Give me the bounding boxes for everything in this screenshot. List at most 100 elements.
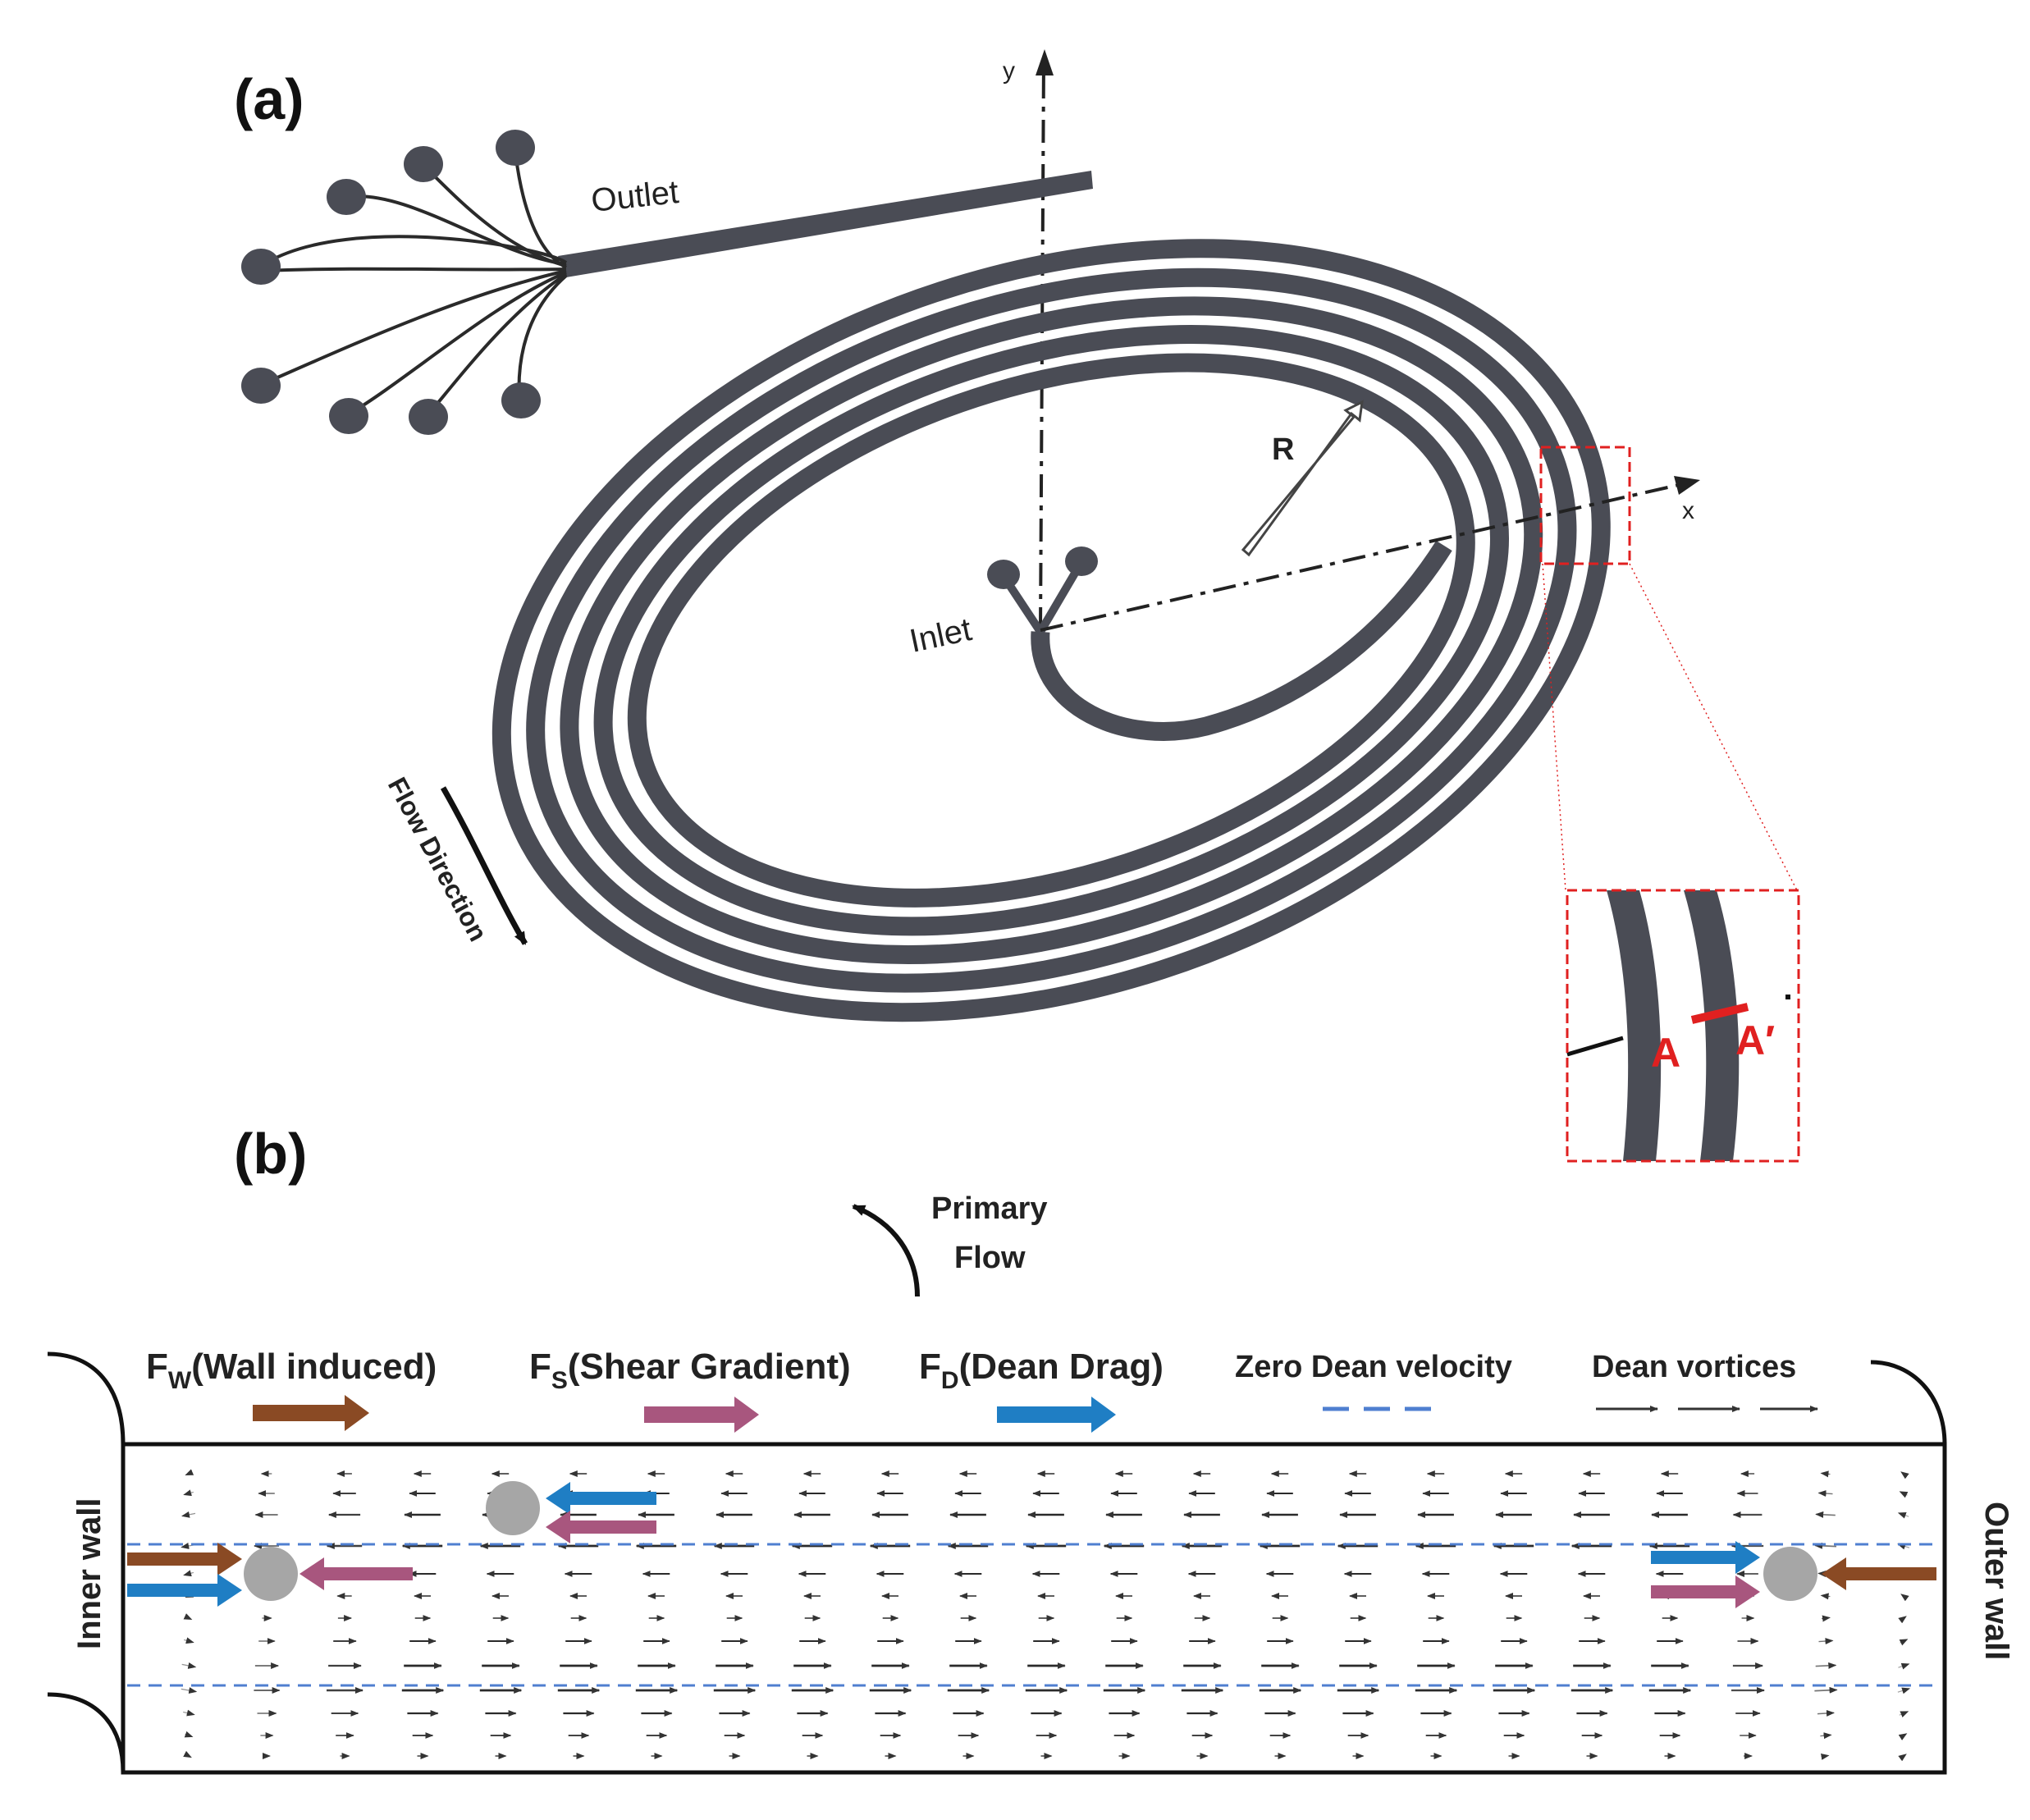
inlet-label: Inlet bbox=[907, 611, 975, 660]
dean-vortex-field bbox=[181, 1469, 1911, 1762]
outlet-branches bbox=[262, 151, 568, 416]
particle-inner-dean-force bbox=[127, 1574, 242, 1607]
y-axis-label: y bbox=[1003, 57, 1015, 85]
vortex-vector bbox=[1897, 1687, 1911, 1694]
x-axis-arrowhead bbox=[1674, 476, 1700, 495]
vortex-vector bbox=[1898, 1662, 1910, 1670]
channel-cross-section bbox=[121, 1442, 1947, 1775]
vortex-vector bbox=[181, 1511, 196, 1518]
spiral-loop-4 bbox=[526, 268, 1577, 993]
section-line-a-a-prime bbox=[1690, 1003, 1749, 1024]
vortex-vector bbox=[181, 1687, 198, 1694]
inlet-reservoir-1 bbox=[987, 560, 1020, 589]
vortex-vector bbox=[184, 1731, 194, 1738]
primary-flow-label-line1: Primary bbox=[931, 1191, 1048, 1226]
vortex-vector bbox=[1821, 1615, 1831, 1622]
vortex-vector bbox=[1897, 1512, 1909, 1519]
inlet-branch-2 bbox=[1036, 564, 1083, 634]
particle-inner bbox=[244, 1547, 298, 1601]
primary-flow-arrow bbox=[852, 1204, 920, 1297]
legend-zero-dean: Zero Dean velocity bbox=[1235, 1350, 1512, 1384]
zoom-axis-segment bbox=[1566, 1036, 1624, 1057]
panel-b-label: (b) bbox=[234, 1122, 307, 1186]
vortex-vector bbox=[1820, 1470, 1831, 1478]
x-axis bbox=[1040, 482, 1683, 632]
spiral-loop-2 bbox=[593, 325, 1509, 936]
particle-top bbox=[486, 1481, 540, 1535]
vortex-vector bbox=[1900, 1471, 1909, 1479]
inner-wall-cap-top bbox=[47, 1351, 126, 1445]
spiral-loop-1 bbox=[627, 353, 1475, 908]
vortex-vector bbox=[185, 1469, 194, 1476]
legend-fs: FS(Shear Gradient) bbox=[529, 1347, 851, 1394]
inner-wall-label: Inner wall bbox=[71, 1498, 107, 1650]
legend-fd-arrow bbox=[997, 1397, 1116, 1433]
vortex-vector bbox=[1814, 1542, 1837, 1549]
spiral-loop-3 bbox=[560, 296, 1543, 964]
legend-fw: FW(Wall induced) bbox=[146, 1347, 437, 1394]
legend-dean-vortices: Dean vortices bbox=[1592, 1350, 1796, 1384]
legend-fw-arrow bbox=[253, 1395, 369, 1431]
panel-a: (a) y Inlet bbox=[234, 49, 1800, 1163]
y-axis-arrowhead bbox=[1036, 49, 1054, 75]
particle-inner-wall-force bbox=[127, 1543, 242, 1575]
section-a-label: A bbox=[1651, 1030, 1680, 1076]
panel-a-label: (a) bbox=[234, 67, 304, 131]
vortex-vector bbox=[183, 1709, 195, 1717]
radius-label: R bbox=[1272, 432, 1294, 467]
particle-outer-dean-force bbox=[1651, 1541, 1760, 1574]
vortex-vector bbox=[184, 1637, 194, 1644]
section-a-prime-label: A′ bbox=[1735, 1017, 1775, 1063]
particle-inner-shear-force bbox=[299, 1557, 413, 1590]
particle-outer bbox=[1763, 1547, 1817, 1601]
inlet-reservoir-2 bbox=[1065, 546, 1098, 576]
vortex-vector bbox=[1820, 1753, 1830, 1760]
zoom-inset-background bbox=[1567, 890, 1799, 1161]
vortex-vector bbox=[1818, 1638, 1834, 1645]
legend: FW(Wall induced) FS(Shear Gradient) FD(D… bbox=[146, 1347, 1818, 1433]
vortex-vector bbox=[1820, 1593, 1831, 1600]
legend-fs-arrow bbox=[644, 1397, 759, 1433]
zoom-axis-dot bbox=[1785, 995, 1790, 999]
spiral-loop-5 bbox=[491, 239, 1611, 1022]
primary-flow-label-line2: Flow bbox=[954, 1241, 1026, 1275]
particle-outer-group bbox=[1651, 1541, 1936, 1608]
inlet-channel bbox=[1031, 540, 1452, 741]
zoom-source-box bbox=[1539, 446, 1631, 565]
vortex-vector bbox=[1898, 1733, 1908, 1740]
vortex-vector bbox=[183, 1570, 194, 1577]
vortex-vector bbox=[1899, 1491, 1909, 1498]
outlet-label: Outlet bbox=[589, 174, 680, 219]
spiral-channel bbox=[491, 239, 1611, 1022]
particle-outer-shear-force bbox=[1651, 1575, 1760, 1608]
vortex-vector bbox=[183, 1489, 194, 1497]
flow-direction-arrow bbox=[440, 786, 528, 945]
x-axis-label: x bbox=[1682, 497, 1694, 524]
outer-wall-cap-top bbox=[1870, 1360, 1947, 1445]
zoom-inset: A A′ bbox=[1566, 889, 1800, 1163]
outlet-reservoirs bbox=[241, 130, 541, 435]
vortex-vector bbox=[1898, 1754, 1907, 1762]
vortex-vector bbox=[1899, 1639, 1909, 1646]
radius-arrow bbox=[1241, 400, 1364, 557]
vortex-vector bbox=[1815, 1511, 1836, 1518]
zoom-channel-2 bbox=[1684, 890, 1740, 1161]
panel-b: (b) Primary Flow Inner wall Outer wall F… bbox=[47, 1122, 2014, 1775]
vortex-vector bbox=[1900, 1594, 1909, 1602]
flow-direction-label: Flow Direction bbox=[382, 772, 493, 946]
outlet-channel bbox=[558, 171, 1093, 277]
inner-wall-cap-bottom bbox=[47, 1692, 126, 1773]
vortex-vector bbox=[181, 1662, 197, 1669]
particle-outer-wall-force bbox=[1822, 1557, 1936, 1590]
vortex-vector bbox=[1815, 1662, 1837, 1669]
legend-fd: FD(Dean Drag) bbox=[919, 1347, 1164, 1394]
zoom-connector-left bbox=[1542, 563, 1566, 891]
vortex-vector bbox=[1899, 1711, 1909, 1717]
particle-inner-group bbox=[127, 1543, 413, 1607]
zoom-channel-1 bbox=[1607, 890, 1662, 1161]
particle-top-group bbox=[486, 1481, 656, 1543]
vortex-vector bbox=[183, 1613, 193, 1621]
vortex-vector bbox=[183, 1750, 192, 1758]
vortex-vector bbox=[1898, 1616, 1907, 1624]
